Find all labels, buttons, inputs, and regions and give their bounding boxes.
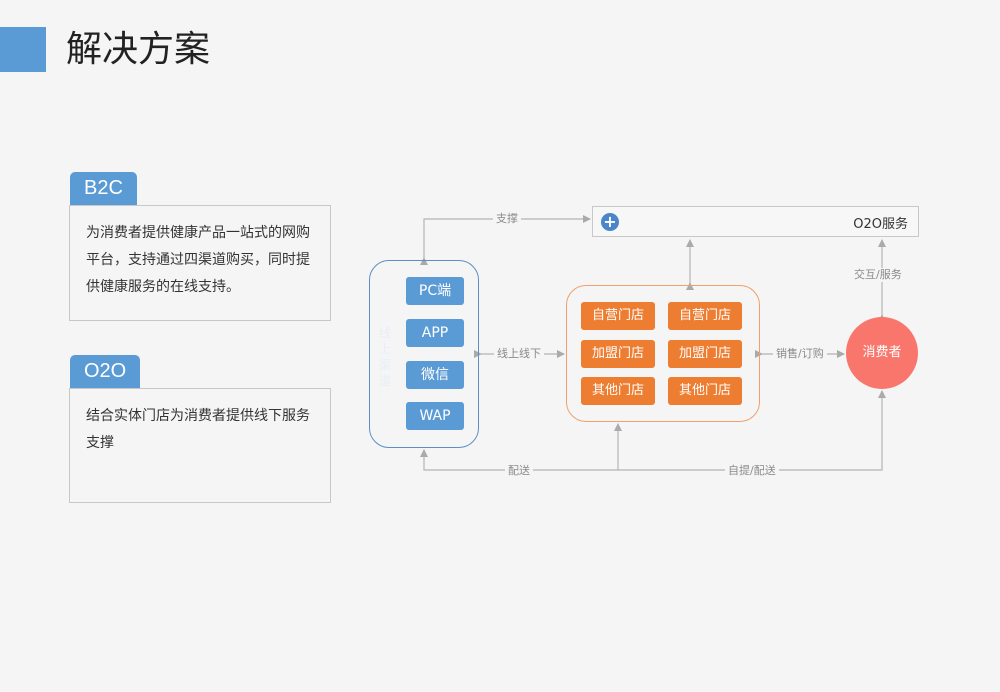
b2c-tag: B2C [70,172,137,205]
title-accent-bar [0,27,46,72]
store-other-2: 其他门店 [668,377,742,405]
label-support: 支撑 [493,212,521,226]
page-title: 解决方案 [66,29,211,70]
store-franchise-2: 加盟门店 [668,340,742,368]
channel-wechat: 微信 [406,361,464,389]
o2o-tag: O2O [70,355,141,388]
channel-app: APP [406,319,464,347]
edge-delivery [420,449,618,471]
channel-side-label: 线上渠道 [378,326,391,388]
store-self-2: 自营门店 [668,302,742,330]
label-pickup-delivery: 自提/配送 [725,464,779,478]
label-interact-service: 交互/服务 [851,268,905,282]
channel-wap: WAP [406,402,464,430]
channel-group [369,260,479,448]
plus-icon: + [601,213,619,231]
b2c-description-box: 为消费者提供健康产品一站式的网购平台，支持通过四渠道购买，同时提供健康服务的在线… [69,205,331,321]
o2o-service-box: + O2O服务 [592,206,919,237]
o2o-service-label: O2O服务 [853,217,908,232]
store-franchise-1: 加盟门店 [581,340,655,368]
consumer-node: 消费者 [846,317,918,389]
store-other-1: 其他门店 [581,377,655,405]
edge-support [420,215,591,265]
o2o-description: 结合实体门店为消费者提供线下服务支撑 [86,408,310,451]
store-group [566,285,760,422]
label-delivery: 配送 [505,464,533,478]
label-sales-order: 销售/订购 [773,347,827,361]
edge-pickup-delivery [618,390,886,471]
store-self-1: 自营门店 [581,302,655,330]
channel-pc: PC端 [406,277,464,305]
b2c-description: 为消费者提供健康产品一站式的网购平台，支持通过四渠道购买，同时提供健康服务的在线… [86,225,310,295]
label-online-offline: 线上线下 [494,347,544,361]
o2o-description-box: 结合实体门店为消费者提供线下服务支撑 [69,388,331,503]
